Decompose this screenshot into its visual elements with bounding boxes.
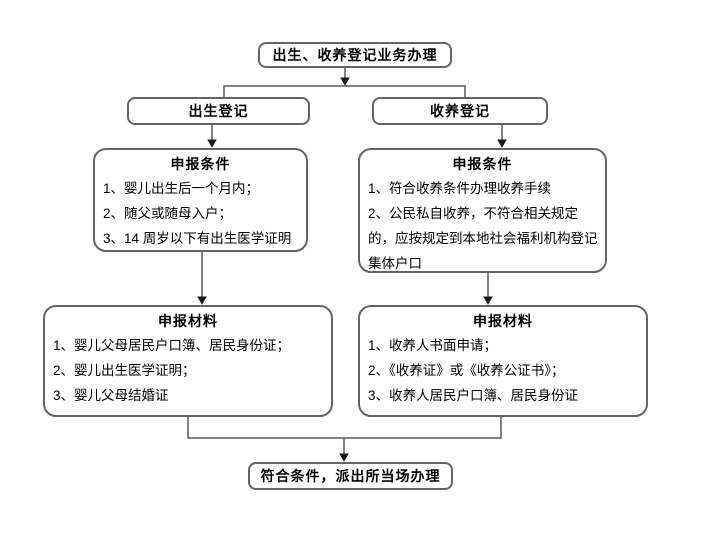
- birth-registration-label: 出生登记: [188, 103, 249, 119]
- adoption-materials-title: 申报材料: [473, 313, 533, 329]
- birth-conditions-list: 1、婴儿出生后一个月内； 2、随父或随母入户； 3、14 周岁以下有出生医学证明: [95, 176, 306, 251]
- arrowhead-birth-conditions: [207, 139, 217, 148]
- root-box: 出生、收养登记业务办理: [258, 42, 452, 68]
- list-item: 2、《收养证》或《收养公证书》；: [368, 363, 565, 378]
- list-item: 3、婴儿父母结婚证: [53, 388, 169, 403]
- birth-conditions-title: 申报条件: [170, 156, 231, 172]
- birth-registration-box: 出生登记: [127, 97, 310, 125]
- list-item: 1、婴儿出生后一个月内；: [103, 181, 260, 196]
- result-label: 符合条件，派出所当场办理: [260, 468, 441, 484]
- birth-conditions-box: 申报条件 1、婴儿出生后一个月内； 2、随父或随母入户； 3、14 周岁以下有出…: [93, 148, 308, 252]
- list-item: 1、符合收养条件办理收养手续: [368, 181, 552, 196]
- list-item: 2、随父或随母入户；: [103, 206, 233, 221]
- list-item: 3、14 周岁以下有出生医学证明: [103, 231, 292, 246]
- list-item: 1、婴儿父母居民户口簿、居民身份证；: [53, 338, 291, 353]
- arrowhead-birth-materials: [197, 296, 207, 305]
- adoption-registration-box: 收养登记: [372, 97, 548, 125]
- list-item: 3、收养人居民户口簿、居民身份证: [368, 388, 579, 403]
- birth-materials-list: 1、婴儿父母居民户口簿、居民身份证； 2、婴儿出生医学证明； 3、婴儿父母结婚证: [45, 333, 331, 408]
- arrowhead-result: [339, 453, 349, 462]
- birth-materials-title: 申报材料: [158, 313, 218, 329]
- adoption-registration-label: 收养登记: [430, 103, 490, 119]
- adoption-materials-list: 1、收养人书面申请； 2、《收养证》或《收养公证书》； 3、收养人居民户口簿、居…: [360, 333, 646, 408]
- list-item: 2、婴儿出生医学证明；: [53, 363, 196, 378]
- birth-materials-box: 申报材料 1、婴儿父母居民户口簿、居民身份证； 2、婴儿出生医学证明； 3、婴儿…: [43, 305, 333, 417]
- arrowhead-adopt-materials: [483, 296, 493, 305]
- result-box: 符合条件，派出所当场办理: [248, 462, 453, 490]
- list-item: 2、公民私自收养，不符合相关规定的，应按规定到本地社会福利机构登记集体户口: [368, 206, 598, 271]
- adoption-materials-box: 申报材料 1、收养人书面申请； 2、《收养证》或《收养公证书》； 3、收养人居民…: [358, 305, 648, 417]
- adoption-conditions-box: 申报条件 1、符合收养条件办理收养手续 2、公民私自收养，不符合相关规定的，应按…: [358, 148, 607, 273]
- list-item: 1、收养人书面申请；: [368, 338, 498, 353]
- adoption-conditions-title: 申报条件: [452, 156, 513, 172]
- root-label: 出生、收养登记业务办理: [272, 47, 438, 63]
- arrowhead-root: [340, 77, 350, 86]
- adoption-conditions-list: 1、符合收养条件办理收养手续 2、公民私自收养，不符合相关规定的，应按规定到本地…: [360, 176, 605, 276]
- arrowhead-adopt-conditions: [497, 139, 507, 148]
